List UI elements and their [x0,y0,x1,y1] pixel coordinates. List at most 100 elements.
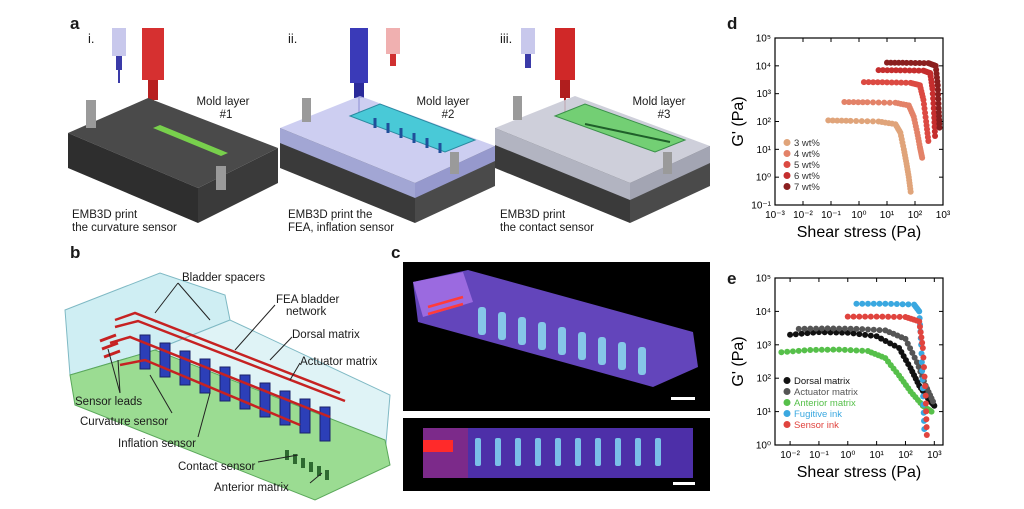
data-point [930,105,937,112]
data-point [876,327,883,334]
legend-label: 4 wt% [794,149,820,160]
data-point [787,331,794,338]
data-point [818,325,825,332]
data-point [778,349,785,356]
data-point [859,99,866,106]
label-fea-bladder-1: FEA bladder [276,294,340,306]
x-tick-label: 10⁻² [780,450,800,461]
series-actuator-matrix [795,325,936,405]
data-point [929,90,936,97]
data-point [864,99,871,106]
data-point [847,325,854,332]
legend-label: Anterior matrix [794,398,856,409]
mold-3-title: Mold layer [632,96,686,108]
data-point [931,128,938,135]
data-point [931,119,938,126]
data-point [882,300,889,307]
data-point [925,137,932,144]
y-tick-label: 10² [757,117,772,128]
step-1-caption-2: the curvature sensor [72,222,177,234]
data-point [864,300,871,307]
panel-a-letter: a [70,14,80,33]
data-point [850,330,857,337]
mold-1-title: Mold layer [196,96,250,108]
data-point [899,301,906,308]
data-point [916,318,923,325]
data-point [862,313,869,320]
y-tick-label: 10¹ [757,145,772,156]
data-point [884,79,890,86]
data-point [929,85,936,92]
data-point [813,325,820,332]
data-point [807,346,814,353]
actuator-photo-top [403,262,710,411]
step-3-caption-1: EMB3D print [500,209,566,221]
y-tick-label: 10³ [757,89,772,100]
data-point [885,313,892,320]
legend-label: 6 wt% [794,171,820,182]
data-point [841,346,848,353]
data-point [813,346,820,353]
data-point [931,114,938,121]
data-point [916,60,923,67]
data-point [918,359,925,366]
data-point [922,383,929,390]
panel-e-letter: e [727,269,737,288]
red-nozzle-icon [386,28,400,54]
data-point [890,313,897,320]
data-point [898,79,905,86]
label-actuator-matrix: Actuator matrix [300,356,378,368]
series-5-wt- [860,79,932,144]
data-point [907,59,914,66]
legend-marker [783,139,791,146]
data-point [930,100,937,107]
data-point [923,408,930,415]
series-6-wt- [875,67,939,140]
legend-label: 7 wt% [794,182,820,193]
scale-bar-icon [673,482,695,485]
data-point [922,400,929,407]
data-point [867,332,874,339]
x-axis-label: Shear stress (Pa) [797,224,921,241]
x-tick-label: 10⁻¹ [821,210,841,221]
legend-marker [783,150,791,157]
data-point [907,188,914,195]
legend: 3 wt%4 wt%5 wt%6 wt%7 wt% [783,138,820,193]
data-point [836,325,843,332]
data-point [879,79,886,86]
data-point [935,91,942,98]
data-point [923,416,930,423]
legend-marker [783,172,791,179]
data-point [879,67,886,74]
x-tick-label: 10³ [936,210,951,221]
data-point [909,349,916,356]
data-point [875,67,882,74]
data-point [830,346,837,353]
data-point [904,340,911,347]
data-point [934,86,941,93]
data-point [795,347,802,354]
legend-label: 5 wt% [794,160,820,171]
data-point [859,326,866,333]
legend-label: 3 wt% [794,138,820,149]
data-point [870,326,877,333]
y-tick-label: 10⁰ [756,173,771,184]
data-point [847,117,854,124]
data-point [836,346,843,353]
label-inflation-sensor: Inflation sensor [118,438,196,450]
data-point [843,117,850,124]
scale-bar-icon [671,397,695,400]
data-point [922,392,929,399]
legend-marker [783,410,791,417]
y-tick-label: 10⁻¹ [751,201,771,212]
data-point [845,99,852,106]
data-point [829,117,836,124]
mold-2-title: Mold layer [416,96,470,108]
data-point [918,334,925,341]
blue-nozzle-icon [112,28,126,56]
data-point [920,354,927,361]
legend-marker [783,183,791,190]
